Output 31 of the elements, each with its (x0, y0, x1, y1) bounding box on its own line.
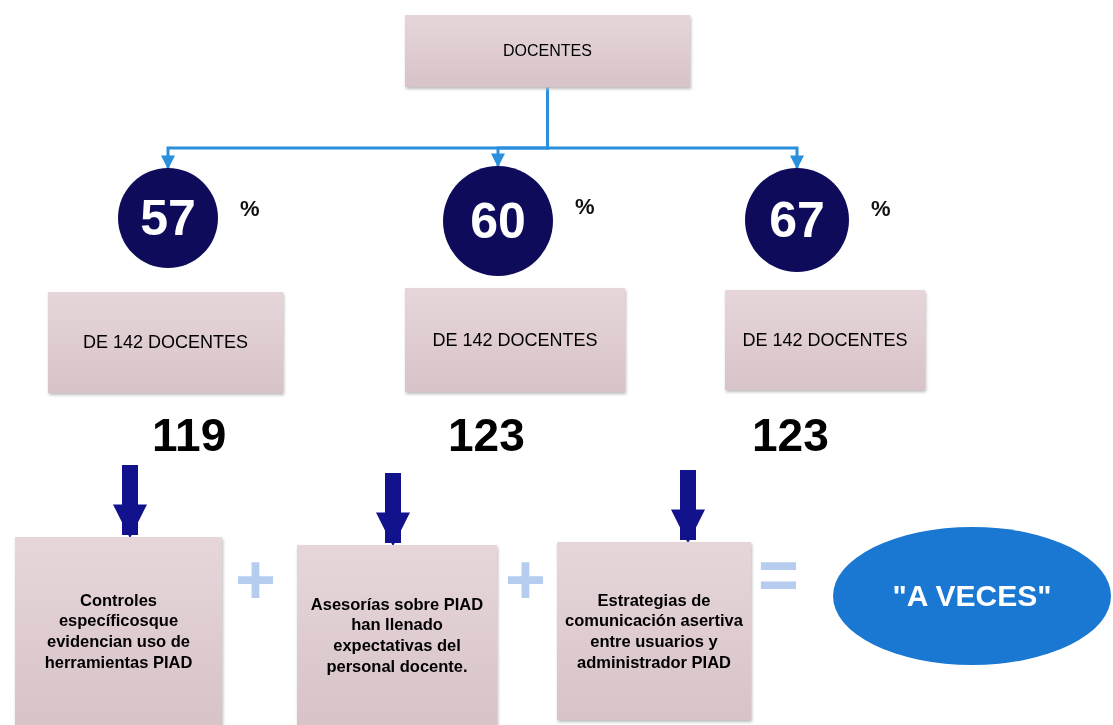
percentage-value: 67 (769, 191, 825, 249)
operator-sign: + (235, 540, 276, 620)
percent-sign: % (871, 196, 891, 222)
process-box (15, 537, 222, 725)
process-box (725, 290, 925, 390)
arrow (113, 465, 147, 539)
percent-sign: % (575, 194, 595, 220)
node-text: DE 142 DOCENTES (432, 328, 598, 352)
process-box (48, 292, 283, 393)
process-box (297, 545, 497, 725)
process-box (405, 288, 625, 392)
percentage-value: 60 (470, 192, 526, 250)
operator-sign: = (758, 535, 799, 615)
count-number: 119 (152, 408, 227, 462)
count-number: 123 (752, 408, 829, 462)
arrow (671, 470, 705, 544)
node-text: DOCENTES (503, 42, 592, 60)
arrow (546, 87, 804, 170)
percentage-value: 57 (140, 189, 196, 247)
count-number: 123 (448, 408, 525, 462)
node-text: Controles específicosque evidencian uso de herramientas PIAD (43, 589, 194, 673)
node-text: DE 142 DOCENTES (742, 328, 908, 352)
process-box (405, 15, 690, 87)
process-box (557, 542, 751, 720)
operator-sign: + (505, 540, 546, 620)
node-text: "A VECES" (892, 579, 1052, 613)
node-text: Estrategias de comunicación asertiva entre usuarios y administrador PIAD (564, 589, 744, 673)
arrow (376, 473, 410, 547)
node-text: Asesorías sobre PIAD han llenado expectativas del personal docente. (309, 593, 485, 677)
percent-sign: % (240, 196, 260, 222)
node-text: DE 142 DOCENTES (82, 331, 249, 355)
